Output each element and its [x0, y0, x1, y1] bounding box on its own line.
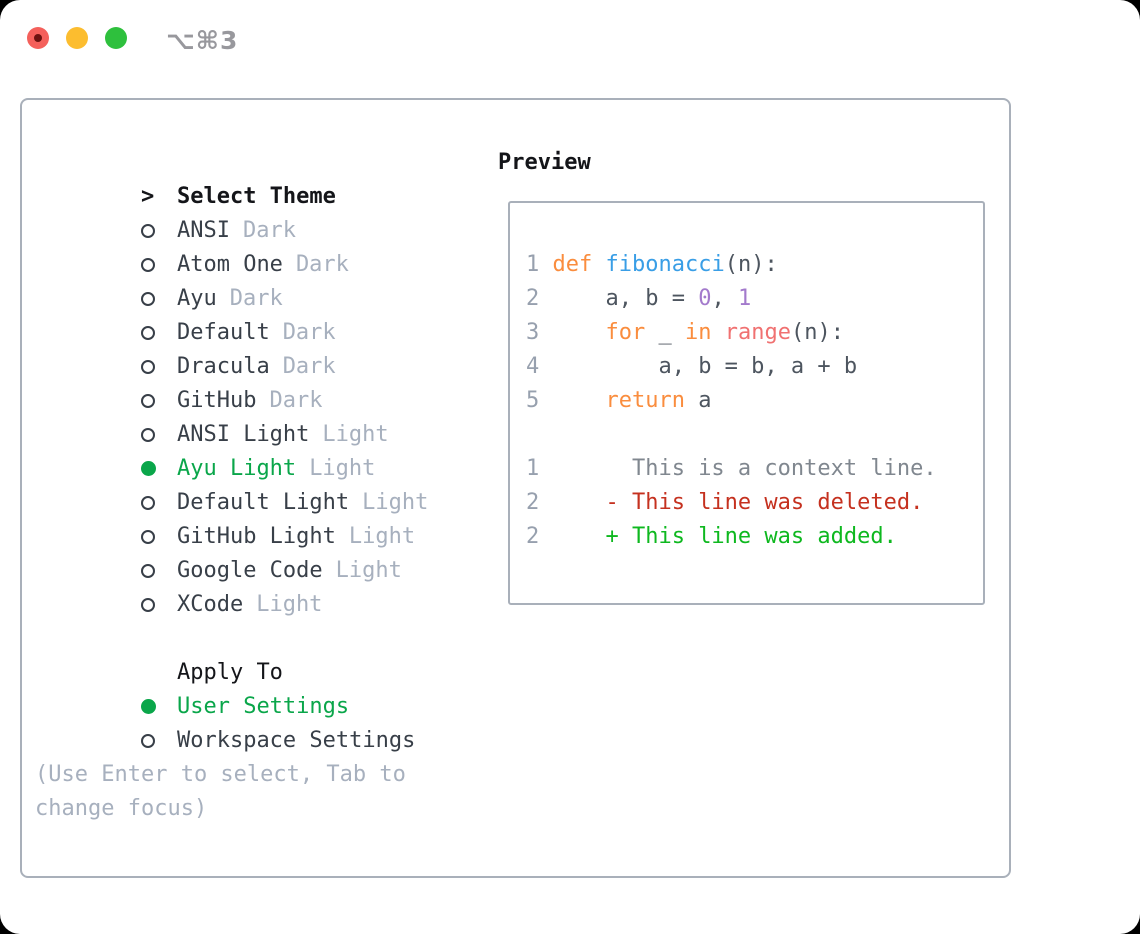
radio-unselected-icon [140, 530, 155, 544]
preview-diff-deleted-line: 2 - This line was deleted. [526, 490, 924, 515]
theme-variant-tag: Dark [282, 320, 336, 345]
radio-unselected-icon [140, 326, 155, 340]
theme-name: Default Light [176, 490, 350, 515]
prompt-cursor-icon: > [140, 184, 155, 209]
theme-option-default-light[interactable]: Default Light Light [35, 452, 497, 515]
minimize-button[interactable] [66, 27, 88, 49]
theme-variant-tag: Light [362, 490, 429, 515]
theme-name: Ayu Light [176, 456, 297, 481]
window-shortcut-badge: ⌥⌘3 [166, 26, 239, 55]
radio-unselected-icon [140, 428, 155, 442]
theme-variant-tag: Dark [295, 252, 349, 277]
theme-variant-tag: Dark [229, 286, 283, 311]
theme-variant-tag: Light [322, 422, 389, 447]
theme-name: Ayu [176, 286, 217, 311]
preview-code: 1 def fibonacci(n): 2 a, b = 0, 1 3 for … [526, 248, 937, 554]
preview-box: 1 def fibonacci(n): 2 a, b = 0, 1 3 for … [508, 201, 985, 605]
preview-code-line: 4 a, b = b, a + b [526, 354, 858, 379]
preview-code-line: 2 a, b = 0, 1 [526, 286, 752, 311]
theme-name: GitHub Light [176, 524, 336, 549]
keyboard-hint-text: (Use Enter to select, Tab to change focu… [35, 762, 406, 821]
preview-code-line: 1 def fibonacci(n): [526, 252, 778, 277]
apply-option-user-settings-selected[interactable]: User Settings [35, 656, 497, 719]
theme-name: GitHub [176, 388, 257, 413]
theme-name: Dracula [176, 354, 270, 379]
theme-option-google-code-light[interactable]: Google Code Light [35, 520, 497, 583]
close-button[interactable] [27, 27, 49, 49]
theme-variant-tag: Light [309, 456, 376, 481]
panel-title: Select Theme [176, 184, 336, 209]
radio-selected-icon [140, 461, 156, 476]
radio-selected-icon [140, 699, 156, 714]
radio-unselected-icon [140, 292, 155, 306]
theme-name: ANSI Light [176, 422, 310, 447]
theme-name: ANSI [176, 218, 230, 243]
theme-option-atom-one-dark[interactable]: Atom One Dark [35, 214, 497, 277]
apply-option-label: User Settings [176, 694, 350, 719]
preview-code-line: 5 return a [526, 388, 712, 413]
apply-to-title: Apply To [176, 660, 283, 685]
preview-code-line-blank [526, 418, 937, 452]
theme-variant-tag: Dark [242, 218, 296, 243]
apply-option-workspace-settings[interactable]: Workspace Settings [35, 690, 497, 753]
theme-variant-tag: Dark [282, 354, 336, 379]
theme-option-github-light[interactable]: GitHub Light Light [35, 486, 497, 549]
theme-name: Google Code [176, 558, 323, 583]
theme-option-github-dark[interactable]: GitHub Dark [35, 350, 497, 413]
theme-variant-tag: Light [256, 592, 323, 617]
radio-unselected-icon [140, 564, 155, 578]
theme-option-dracula-dark[interactable]: Dracula Dark [35, 316, 497, 379]
theme-option-ayu-dark[interactable]: Ayu Dark [35, 248, 497, 311]
radio-unselected-icon [140, 360, 155, 374]
theme-name: Default [176, 320, 270, 345]
theme-option-xcode-light[interactable]: XCode Light [35, 554, 497, 617]
theme-option-default-dark[interactable]: Default Dark [35, 282, 497, 345]
apply-to-header: Apply To [35, 622, 497, 685]
theme-option-ayu-light-selected[interactable]: Ayu Light Light [35, 418, 497, 481]
theme-option-ansi-dark[interactable]: ANSI Dark [35, 180, 497, 243]
theme-name: Atom One [176, 252, 283, 277]
theme-variant-tag: Light [335, 558, 402, 583]
select-theme-header: > Select Theme [35, 146, 497, 209]
radio-unselected-icon [140, 258, 155, 272]
radio-unselected-icon [140, 734, 155, 748]
window-controls [27, 27, 127, 49]
zoom-button[interactable] [105, 27, 127, 49]
theme-variant-tag: Light [348, 524, 416, 549]
theme-option-ansi-light[interactable]: ANSI Light Light [35, 384, 497, 447]
theme-name: XCode [176, 592, 244, 617]
preview-diff-context-line: 1 This is a context line. [526, 456, 937, 481]
preview-title: Preview [498, 150, 591, 175]
radio-unselected-icon [140, 224, 155, 238]
apply-option-label: Workspace Settings [176, 728, 416, 753]
preview-diff-added-line: 2 + This line was added. [526, 524, 897, 549]
radio-unselected-icon [140, 394, 155, 408]
radio-unselected-icon [140, 496, 155, 510]
theme-variant-tag: Dark [269, 388, 323, 413]
preview-code-line: 3 for _ in range(n): [526, 320, 844, 345]
radio-unselected-icon [140, 598, 155, 612]
